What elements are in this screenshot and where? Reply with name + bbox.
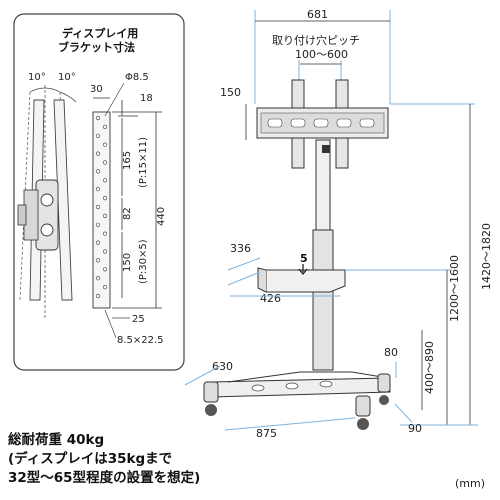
dim-150-inset: 150 [122,253,133,272]
dim-165: 165 [122,151,133,170]
dim-681: 681 [307,8,328,21]
dim-slot-size: 8.5×22.5 [117,335,164,346]
caster-front-right [355,395,371,430]
crossbar-slots [267,118,375,128]
crossbar-slot [267,118,283,128]
dim-18: 18 [140,93,153,104]
dim-150-stand: 150 [220,86,241,99]
bracket-hole [102,231,108,236]
tilt-left-label: 10° [28,72,46,83]
base-holes [251,380,333,392]
caster-back-right [377,373,391,405]
unit-label: (mm) [455,477,486,490]
dim-426: 426 [260,292,281,305]
column-upper [315,139,331,231]
bracket-hole [95,115,101,121]
dim-30: 30 [90,84,103,95]
dim-80: 80 [384,346,398,359]
bracket-holes [95,115,108,299]
inset-title-line2: ブラケット寸法 [58,40,135,54]
dim-pitch-15x11: (P:15×11) [138,137,149,188]
pivot-assembly [17,179,59,251]
bracket-hole [95,151,101,156]
note-display-limit: (ディスプレイは35kgまで [8,451,173,467]
bracket-hole [102,285,108,290]
bracket-hole [95,240,101,245]
dim-pitch-30x5: (P:30×5) [138,239,149,284]
tilt-panel-right [53,99,73,301]
bracket-hole [95,258,101,263]
bracket-hole [95,293,101,299]
dim-90: 90 [408,422,422,435]
bracket-hole [95,169,101,174]
base-hole [285,382,299,390]
dim-440: 440 [156,207,167,226]
shelf-arrow [298,264,308,275]
crossbar-slot [313,118,329,128]
shelf-arrow-label: 5 [300,252,308,265]
bracket-hole [102,178,108,183]
dim-875: 875 [256,427,277,440]
shelf [265,269,346,293]
bracket-hole [102,213,108,218]
bracket-hole [95,187,101,192]
bracket-hole [102,160,108,165]
crossbar-slot [336,118,352,128]
base-hole [319,380,333,388]
bracket-hole [102,124,108,129]
dim-630: 630 [212,360,233,373]
caster-front-left [203,381,219,416]
tilt-right-label: 10° [58,72,76,83]
column-clamp [322,145,330,153]
bracket-hole [95,222,101,227]
bracket-hole [95,204,101,210]
note-display-size: 32型〜65型程度の設置を想定) [8,470,201,486]
load-capacity-notes: 総耐荷重 40kg (ディスプレイは35kgまで 32型〜65型程度の設置を想定… [8,431,268,488]
bracket-hole [102,267,108,272]
dim-1420-1820: 1420〜1820 [480,223,493,290]
bracket-inset: ディスプレイ用 ブラケット寸法 10° 10° 30 Φ8.5 18 [13,13,185,371]
dim-336: 336 [230,242,251,255]
bracket-bar [92,111,111,309]
dim-400-890: 400〜890 [423,341,436,394]
bracket-hole [102,249,108,254]
mount-pitch-range: 100〜600 [295,48,348,61]
inset-title-line1: ディスプレイ用 [62,26,138,40]
bracket-hole [102,196,108,201]
mount-pitch-label: 取り付け穴ピッチ [272,33,360,47]
stand-illustration: 681 取り付け穴ピッチ 100〜600 150 5 336 426 [184,8,493,440]
dim-hole-diameter: Φ8.5 [125,72,149,83]
base-hole [251,384,265,392]
dim-82: 82 [122,207,133,220]
dim-25: 25 [132,314,145,325]
note-total-load: 総耐荷重 40kg [8,432,105,448]
crossbar-slot [290,118,306,128]
column-lower [312,229,334,371]
bracket-hole [95,133,101,138]
bracket-hole [102,142,108,147]
crossbar-slot [359,118,375,128]
bracket-hole [95,276,101,281]
dim-1200-1600: 1200〜1600 [448,255,461,322]
